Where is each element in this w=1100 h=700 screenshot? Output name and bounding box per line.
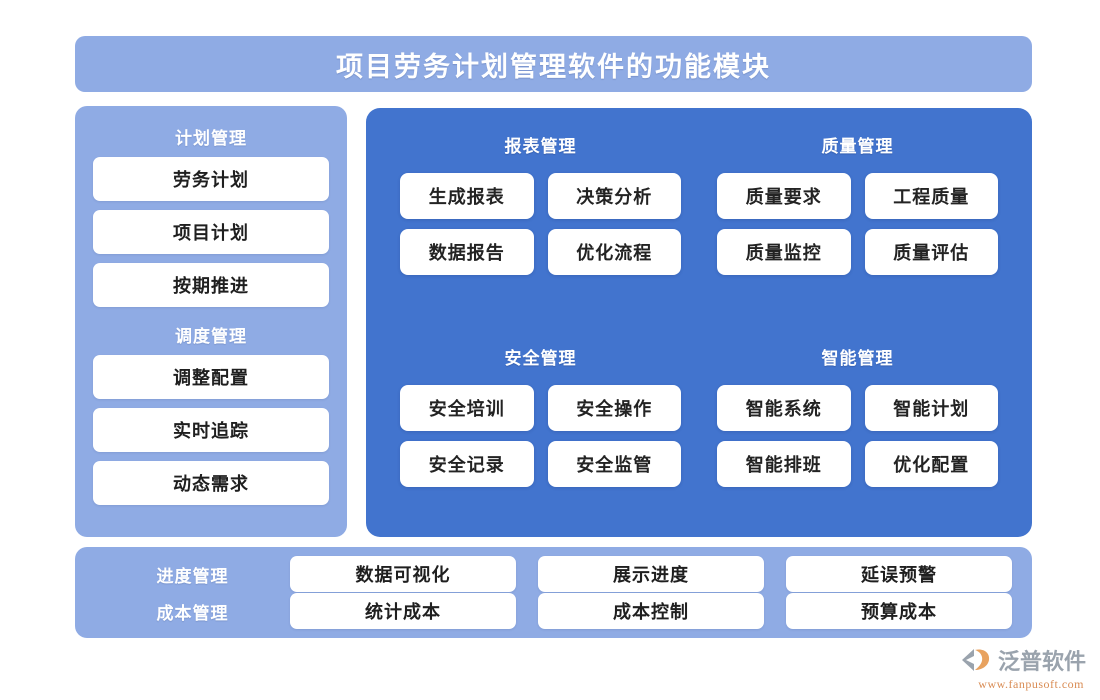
- module-item-optimize-process[interactable]: 优化流程: [547, 229, 681, 275]
- module-item-optimize-config[interactable]: 优化配置: [864, 440, 998, 487]
- module-section-title-quality: 质量管理: [821, 137, 894, 156]
- module-item-quality-monitoring[interactable]: 质量监控: [717, 229, 851, 275]
- sidebar-group-title-plan: 计划管理: [175, 129, 247, 148]
- main-module-panel: 报表管理 生成报表 决策分析 数据报告 优化流程 质量管理 质量要求 工程质量 …: [366, 108, 1032, 537]
- module-grid-intelligent: 智能系统 智能计划 智能排班 优化配置: [703, 384, 1012, 487]
- module-section-title-intelligent: 智能管理: [821, 348, 894, 368]
- bottom-buttons-progress: 数据可视化 展示进度 延误预警: [290, 556, 1012, 592]
- module-item-quality-assessment[interactable]: 质量评估: [864, 229, 998, 275]
- brand-logo-top: 泛普软件: [960, 644, 1086, 676]
- module-grid-report: 生成报表 决策分析 数据报告 优化流程: [386, 173, 695, 275]
- module-item-intelligent-plan[interactable]: 智能计划: [864, 384, 998, 431]
- module-item-engineering-quality[interactable]: 工程质量: [864, 173, 998, 219]
- bottom-item-data-visualization[interactable]: 数据可视化: [290, 556, 516, 592]
- module-section-title-report: 报表管理: [504, 137, 577, 156]
- bottom-row-progress: 进度管理 数据可视化 展示进度 延误预警: [95, 556, 1012, 592]
- module-grid-safety: 安全培训 安全操作 安全记录 安全监管: [386, 384, 695, 487]
- sidebar-item-labor-plan[interactable]: 劳务计划: [93, 157, 329, 201]
- sidebar-item-realtime-tracking[interactable]: 实时追踪: [93, 408, 329, 452]
- module-section-report: 报表管理 生成报表 决策分析 数据报告 优化流程: [382, 120, 699, 322]
- module-section-quality: 质量管理 质量要求 工程质量 质量监控 质量评估: [699, 120, 1016, 322]
- module-row-top: 报表管理 生成报表 决策分析 数据报告 优化流程 质量管理 质量要求 工程质量 …: [382, 120, 1016, 322]
- module-item-decision-analysis[interactable]: 决策分析: [547, 173, 681, 219]
- header-bar: 项目劳务计划管理软件的功能模块: [75, 36, 1032, 92]
- sidebar-item-adjust-config[interactable]: 调整配置: [93, 355, 329, 399]
- page-title: 项目劳务计划管理软件的功能模块: [336, 51, 771, 82]
- bottom-row-cost: 成本管理 统计成本 成本控制 预算成本: [95, 593, 1012, 629]
- bottom-item-budget-cost[interactable]: 预算成本: [786, 593, 1012, 629]
- bottom-item-cost-control[interactable]: 成本控制: [538, 593, 764, 629]
- sidebar-item-on-schedule[interactable]: 按期推进: [93, 263, 329, 307]
- module-item-intelligent-scheduling[interactable]: 智能排班: [717, 440, 851, 487]
- bottom-row-label-cost: 成本管理: [156, 603, 229, 623]
- module-item-quality-requirement[interactable]: 质量要求: [717, 173, 851, 219]
- module-item-safety-training[interactable]: 安全培训: [400, 384, 534, 431]
- fanpu-logo-icon: [961, 649, 990, 671]
- module-item-intelligent-system[interactable]: 智能系统: [717, 384, 851, 431]
- module-item-safety-supervision[interactable]: 安全监管: [547, 440, 681, 487]
- sidebar-item-dynamic-demand[interactable]: 动态需求: [93, 461, 329, 505]
- sidebar-panel: 计划管理 劳务计划 项目计划 按期推进 调度管理 调整配置 实时追踪 动态需求: [75, 106, 347, 537]
- module-item-safety-record[interactable]: 安全记录: [400, 440, 534, 487]
- bottom-item-delay-warning[interactable]: 延误预警: [786, 556, 1012, 592]
- sidebar-item-project-plan[interactable]: 项目计划: [93, 210, 329, 254]
- module-item-safety-operation[interactable]: 安全操作: [547, 384, 681, 431]
- module-grid-quality: 质量要求 工程质量 质量监控 质量评估: [703, 173, 1012, 275]
- bottom-panel: 进度管理 数据可视化 展示进度 延误预警 成本管理 统计成本 成本控制 预算成本: [75, 547, 1032, 638]
- module-section-safety: 安全管理 安全培训 安全操作 安全记录 安全监管: [382, 322, 699, 524]
- module-item-generate-report[interactable]: 生成报表: [400, 173, 534, 219]
- module-section-intelligent: 智能管理 智能系统 智能计划 智能排班 优化配置: [699, 322, 1016, 524]
- bottom-item-statistical-cost[interactable]: 统计成本: [290, 593, 516, 629]
- brand-logo: 泛普软件 www.fanpusoft.com: [938, 644, 1086, 692]
- bottom-item-show-progress[interactable]: 展示进度: [538, 556, 764, 592]
- sidebar-group-title-dispatch: 调度管理: [175, 327, 247, 346]
- module-row-bottom: 安全管理 安全培训 安全操作 安全记录 安全监管 智能管理 智能系统 智能计划 …: [382, 322, 1016, 524]
- module-item-data-report[interactable]: 数据报告: [400, 229, 534, 275]
- brand-logo-url: www.fanpusoft.com: [978, 677, 1084, 691]
- brand-logo-name: 泛普软件: [997, 649, 1086, 674]
- bottom-row-label-progress: 进度管理: [156, 566, 229, 586]
- module-section-title-safety: 安全管理: [504, 348, 577, 368]
- bottom-buttons-cost: 统计成本 成本控制 预算成本: [290, 593, 1012, 629]
